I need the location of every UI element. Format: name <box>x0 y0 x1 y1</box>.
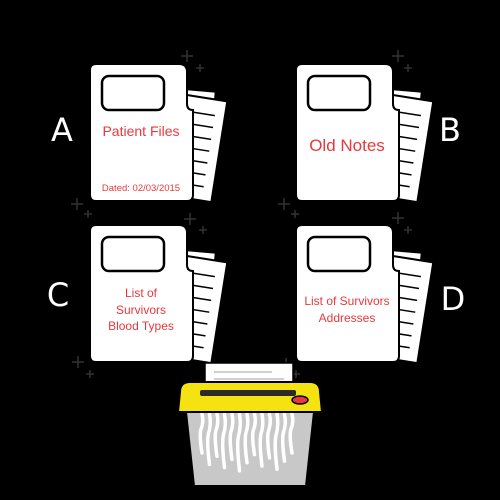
sparkle-plus-icon <box>404 226 412 234</box>
option-b-label: Old Notes <box>309 136 385 155</box>
option-a-card[interactable]: Patient Files Dated: 02/03/2015 <box>89 63 229 204</box>
sparkle-plus-icon <box>86 370 94 378</box>
paper-shredder-icon[interactable] <box>176 362 324 487</box>
sparkle-plus-icon <box>196 64 204 72</box>
option-c-label-line-1: List of <box>125 286 158 300</box>
sparkle-plus-icon <box>392 50 404 62</box>
option-letter-a: A <box>51 111 73 149</box>
option-d-label-line-2: Addresses <box>319 311 376 325</box>
option-c-label-line-2: Survivors <box>116 303 166 317</box>
sparkle-plus-icon <box>404 64 412 72</box>
option-d-label-line-1: List of Survivors <box>304 294 389 308</box>
sparkle-plus-icon <box>72 356 84 368</box>
sparkle-plus-icon <box>291 210 299 218</box>
option-letter-b: B <box>439 111 461 149</box>
sparkle-plus-icon <box>84 210 92 218</box>
folder-icon <box>89 224 194 363</box>
folder-icon <box>89 63 194 202</box>
option-d-card[interactable]: List of Survivors Addresses <box>295 224 435 365</box>
sparkle-plus-icon <box>199 226 207 234</box>
option-b-card[interactable]: Old Notes <box>295 63 435 204</box>
option-c-card[interactable]: List of Survivors Blood Types <box>89 224 229 365</box>
sparkle-plus-icon <box>184 213 196 225</box>
sparkle-plus-icon <box>181 50 193 62</box>
option-a-date: Dated: 02/03/2015 <box>102 183 180 194</box>
folder-icon <box>295 224 400 363</box>
option-letter-d: D <box>441 280 466 318</box>
sparkle-plus-icon <box>392 212 404 224</box>
option-a-label: Patient Files <box>102 123 179 139</box>
sparkle-plus-icon <box>71 198 83 210</box>
option-c-label-line-3: Blood Types <box>108 319 174 333</box>
option-letter-c: C <box>47 276 69 314</box>
sparkle-plus-icon <box>278 198 290 210</box>
folder-icon <box>295 63 400 202</box>
